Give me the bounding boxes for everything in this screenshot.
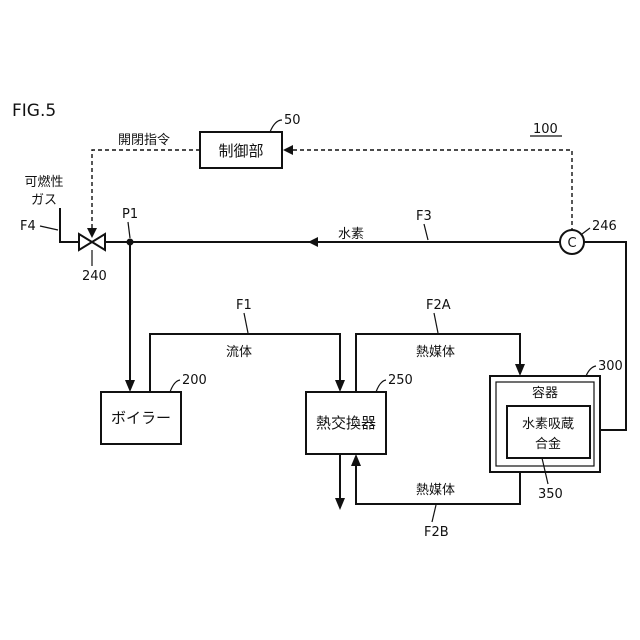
f4-leader	[40, 226, 58, 230]
fuel-to-boiler-arrow	[125, 380, 135, 392]
sensor-signal-arrow	[283, 145, 293, 155]
boiler-ref: 200	[182, 373, 207, 388]
exchanger-outlet-arrow	[335, 498, 345, 510]
flow-ref-f2b: F2B	[424, 525, 449, 540]
heat-exchanger-ref: 250	[388, 373, 413, 388]
valve-left-triangle	[79, 234, 92, 250]
open-close-command-label: 開閉指令	[118, 133, 170, 148]
flow-ref-f4: F4	[20, 219, 36, 234]
f2b-leader	[432, 505, 436, 522]
command-signal-line	[92, 150, 200, 232]
alloy-label-line2: 合金	[535, 436, 561, 452]
flow-ref-f3: F3	[416, 209, 432, 224]
hydrogen-flow-arrow	[308, 237, 318, 247]
f3-leader	[424, 224, 428, 240]
gas-label-line2: ガス	[31, 193, 57, 208]
p1-leader	[128, 222, 130, 238]
valve-ref: 240	[82, 269, 107, 284]
alloy-ref: 350	[538, 487, 563, 502]
control-unit-label: 制御部	[218, 142, 263, 160]
container-label: 容器	[532, 385, 558, 401]
flow-ref-f1: F1	[236, 298, 252, 313]
compressor-ref: 246	[592, 219, 617, 234]
control-unit-leader	[270, 120, 282, 132]
fluid-label: 流体	[226, 345, 252, 360]
f1-leader	[244, 313, 248, 333]
heat-medium-supply-arrow	[515, 364, 525, 376]
alloy-label-line1: 水素吸蔵	[522, 417, 574, 432]
compressor-symbol: C	[567, 236, 576, 251]
boiler-leader	[170, 380, 180, 392]
container-ref: 300	[598, 359, 623, 374]
f2a-leader	[434, 313, 438, 333]
control-unit-ref: 50	[284, 113, 301, 128]
system-ref: 100	[533, 122, 558, 137]
hydrogen-label: 水素	[338, 227, 364, 242]
heat-medium-return-arrow	[351, 454, 361, 466]
fluid-line-arrow	[335, 380, 345, 392]
container-leader	[586, 366, 596, 376]
heat-exchanger-label: 熱交換器	[316, 414, 376, 432]
heat-medium-top-label: 熱媒体	[416, 345, 455, 360]
heat-exchanger-leader	[376, 380, 386, 392]
fluid-line	[150, 334, 340, 392]
boiler-label: ボイラー	[111, 409, 171, 427]
gas-label-line1: 可燃性	[24, 174, 63, 190]
flow-ref-f2a: F2A	[426, 298, 451, 313]
heat-medium-bottom-label: 熱媒体	[416, 483, 455, 498]
flow-ref-p1: P1	[122, 207, 138, 222]
figure-title: FIG.5	[12, 101, 56, 121]
compressor-leader	[582, 228, 590, 234]
gas-inlet-line	[60, 208, 78, 242]
command-signal-arrow	[87, 228, 97, 238]
valve-right-triangle	[92, 234, 105, 250]
